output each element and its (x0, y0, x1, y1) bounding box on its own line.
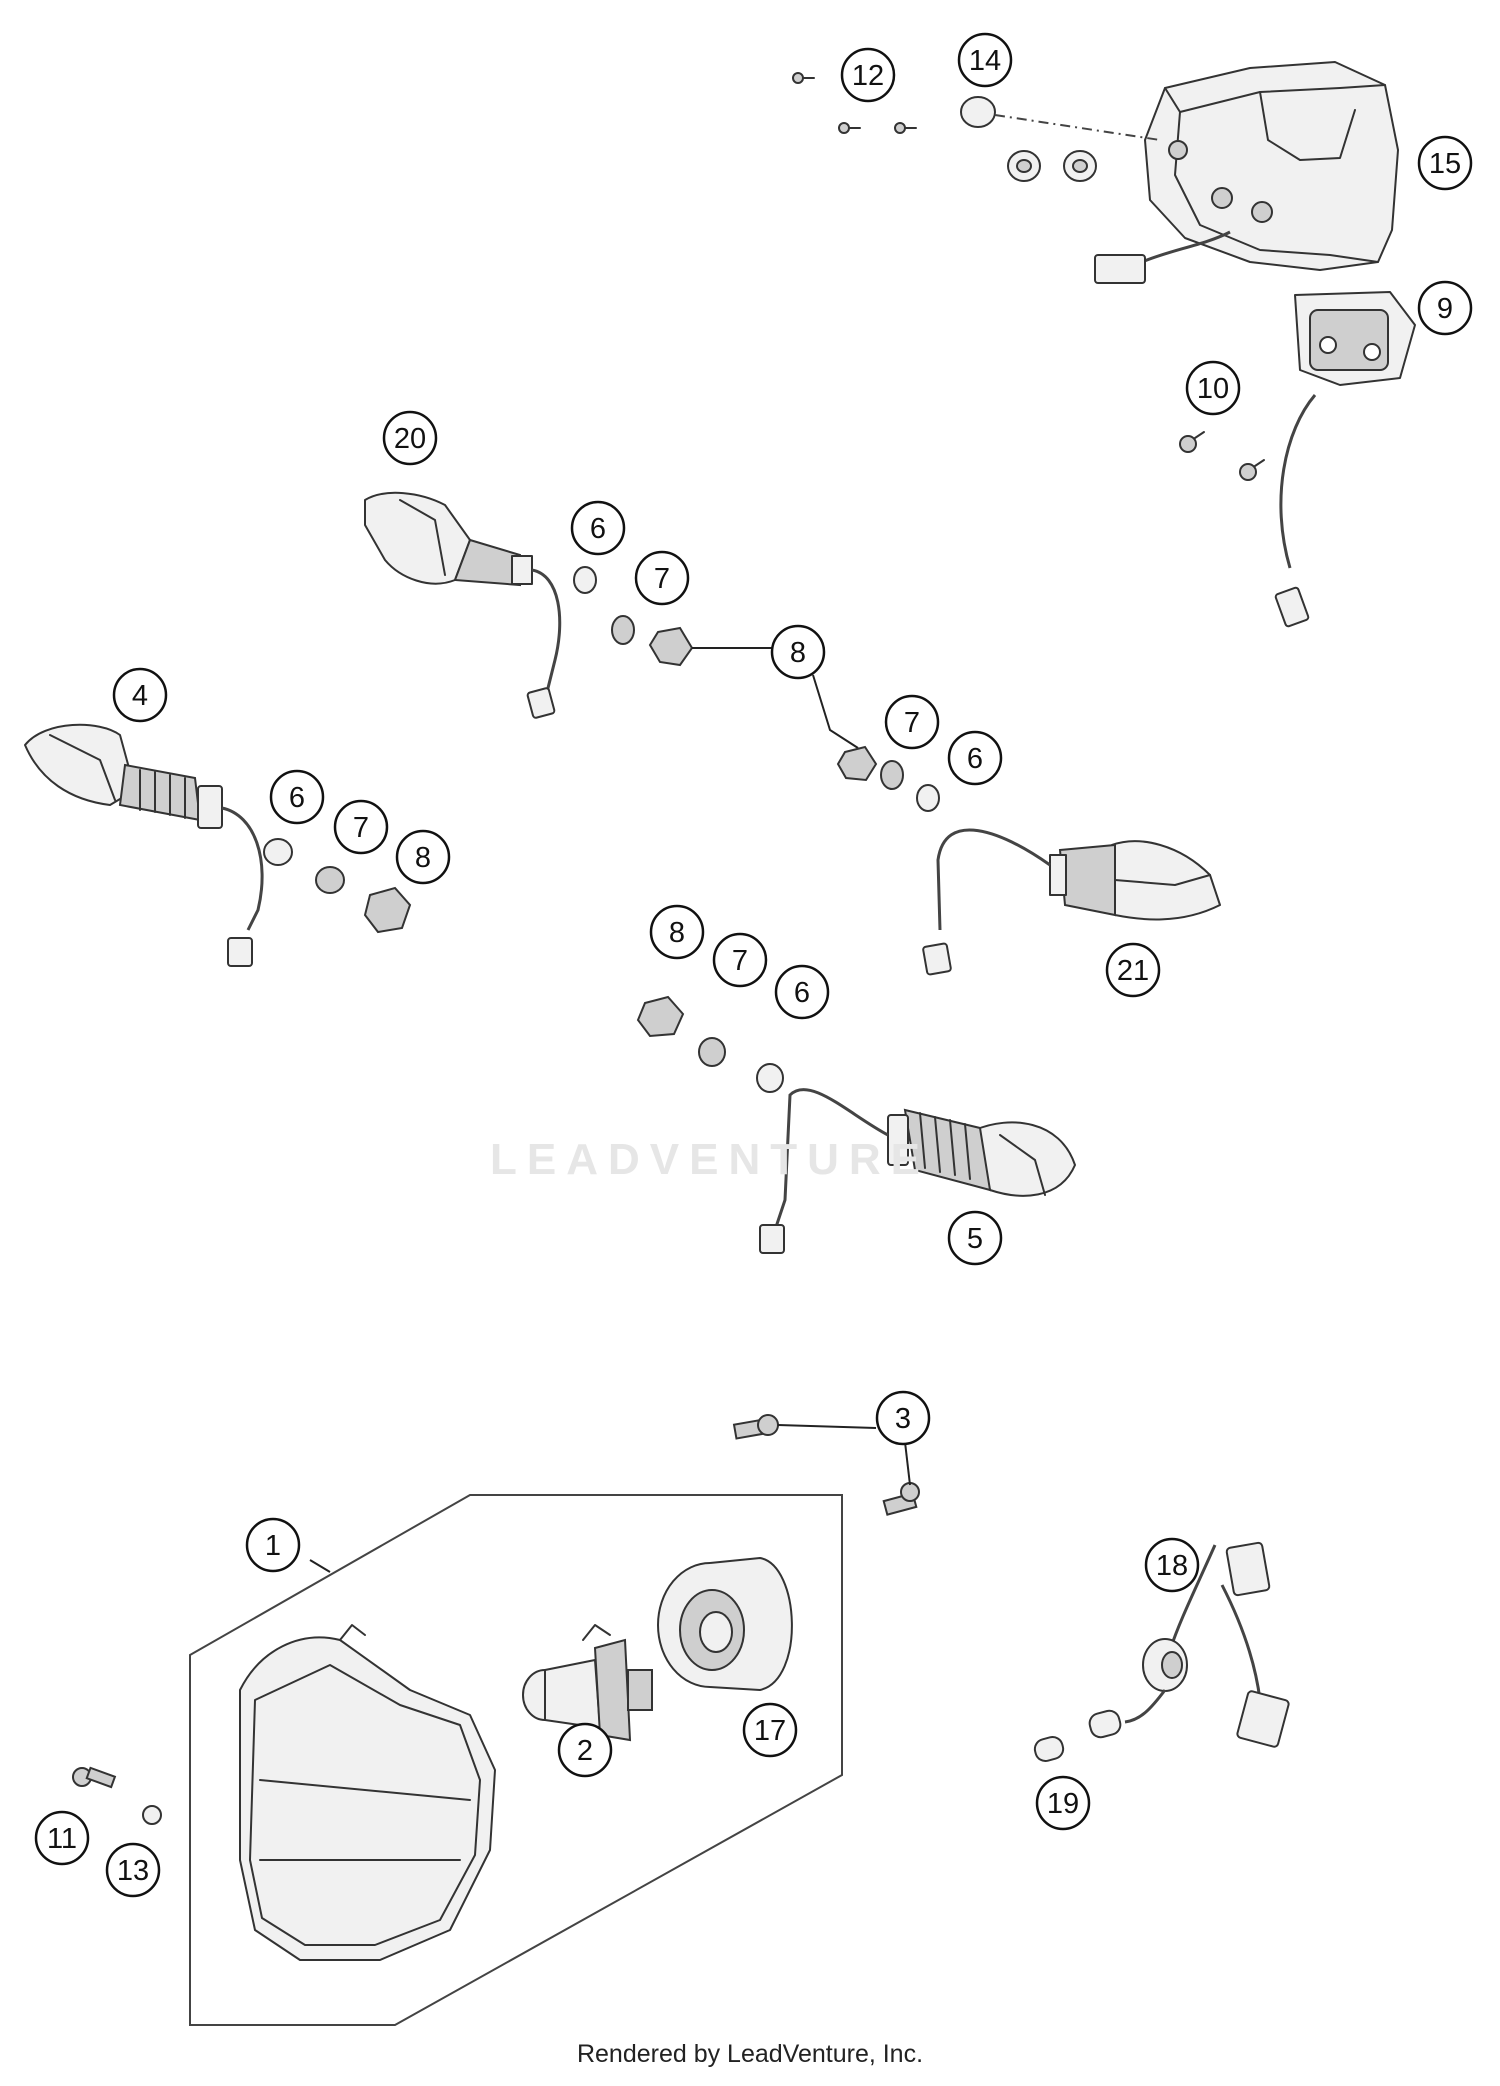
watermark-text: LEADVENTURE (490, 1135, 931, 1184)
nut-13 (142, 1805, 162, 1825)
screw-10 (1179, 431, 1265, 481)
callout-6d[interactable]: 6 (774, 964, 830, 1020)
callout-14[interactable]: 14 (957, 32, 1013, 88)
callout-13[interactable]: 13 (105, 1842, 161, 1898)
turn-signal-21 (922, 828, 1221, 976)
callout-7d[interactable]: 7 (712, 932, 768, 988)
callout-8a[interactable]: 8 (770, 624, 826, 680)
svg-text:20: 20 (394, 423, 426, 455)
svg-text:7: 7 (353, 812, 369, 844)
svg-text:19: 19 (1047, 1788, 1079, 1820)
callout-20[interactable]: 20 (382, 410, 438, 466)
headlight-bulb (522, 1624, 653, 1742)
callout-6b[interactable]: 6 (947, 730, 1003, 786)
callout-17[interactable]: 17 (742, 1702, 798, 1758)
svg-text:8: 8 (415, 842, 431, 874)
svg-text:7: 7 (732, 945, 748, 977)
callout-15[interactable]: 15 (1417, 135, 1473, 191)
washer-nut-set-b (812, 674, 940, 812)
screw-12 (792, 72, 917, 134)
callout-6a[interactable]: 6 (570, 500, 626, 556)
washer-nut-set-d (636, 995, 784, 1093)
callout-8c[interactable]: 8 (395, 829, 451, 885)
svg-text:8: 8 (669, 917, 685, 949)
svg-text:5: 5 (967, 1223, 983, 1255)
callout-18[interactable]: 18 (1144, 1537, 1200, 1593)
callout-3[interactable]: 3 (875, 1390, 931, 1446)
svg-text:9: 9 (1437, 293, 1453, 325)
callout-12[interactable]: 12 (840, 47, 896, 103)
headlight-kit-frame (189, 1494, 843, 2026)
callout-5[interactable]: 5 (947, 1210, 1003, 1266)
washer-nut-set-a (573, 566, 785, 667)
footer-credit: Rendered by LeadVenture, Inc. (576, 2040, 924, 2068)
svg-text:13: 13 (117, 1855, 149, 1887)
svg-text:6: 6 (794, 977, 810, 1009)
callout-7c[interactable]: 7 (333, 799, 389, 855)
parking-bulb (1033, 1709, 1122, 1763)
svg-text:8: 8 (790, 637, 806, 669)
callout-10[interactable]: 10 (1185, 360, 1241, 416)
svg-text:1: 1 (265, 1530, 281, 1562)
callout-4[interactable]: 4 (112, 667, 168, 723)
turn-signal-4 (24, 723, 264, 967)
screw-11 (72, 1766, 117, 1789)
grommet-14 (960, 96, 1161, 182)
svg-text:6: 6 (590, 513, 606, 545)
svg-text:17: 17 (754, 1715, 786, 1747)
svg-text:15: 15 (1429, 148, 1461, 180)
parking-light-harness (1124, 1541, 1290, 1748)
callout-6c[interactable]: 6 (269, 769, 325, 825)
svg-text:7: 7 (904, 707, 920, 739)
screw-3 (732, 1414, 920, 1516)
bulb-socket (657, 1557, 793, 1691)
svg-text:14: 14 (969, 45, 1001, 77)
callout-2[interactable]: 2 (557, 1722, 613, 1778)
svg-text:18: 18 (1156, 1550, 1188, 1582)
callout-11[interactable]: 11 (34, 1810, 90, 1866)
svg-text:6: 6 (967, 743, 983, 775)
callout-7a[interactable]: 7 (634, 550, 690, 606)
washer-nut-set-c (263, 838, 412, 934)
svg-text:11: 11 (47, 1823, 77, 1855)
svg-text:3: 3 (895, 1403, 911, 1435)
callout-19[interactable]: 19 (1035, 1775, 1091, 1831)
callout-21[interactable]: 21 (1105, 942, 1161, 998)
svg-text:21: 21 (1117, 955, 1149, 987)
license-plate-light (1274, 291, 1416, 628)
svg-text:7: 7 (654, 563, 670, 595)
callout-1[interactable]: 1 (245, 1517, 301, 1573)
svg-text:2: 2 (577, 1735, 593, 1767)
svg-text:12: 12 (852, 60, 884, 92)
headlight-housing (239, 1624, 496, 1961)
callout-8d[interactable]: 8 (649, 904, 705, 960)
svg-text:10: 10 (1197, 373, 1229, 405)
svg-text:6: 6 (289, 782, 305, 814)
turn-signal-5 (759, 1088, 1076, 1254)
svg-text:4: 4 (132, 680, 148, 712)
tail-light-assembly (1094, 61, 1399, 284)
callout-7b[interactable]: 7 (884, 694, 940, 750)
callout-9[interactable]: 9 (1417, 280, 1473, 336)
turn-signal-20 (364, 491, 562, 719)
